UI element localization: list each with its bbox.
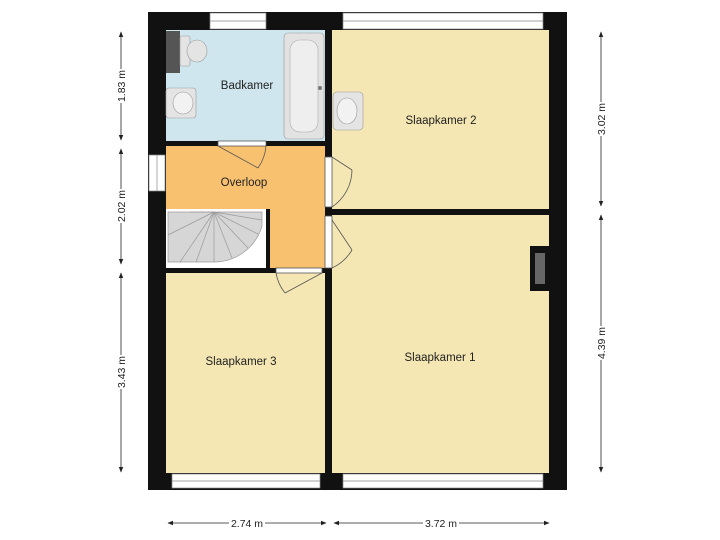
room-label-badkamer: Badkamer (221, 80, 274, 92)
room-label-slaapkamer-3: Slaapkamer 3 (206, 356, 277, 368)
windows (148, 12, 544, 489)
room-floor-slaapkamer-2 (330, 29, 550, 210)
room-label-overloop: Overloop (221, 177, 268, 189)
dimension-right-top: 3.02 m (596, 103, 608, 135)
stairs (167, 211, 263, 263)
room-floor-slaapkamer-1 (330, 215, 550, 473)
dimension-left-top: 1.83 m (116, 70, 128, 102)
doors (217, 140, 353, 294)
dimension-right-bottom: 4.39 m (596, 327, 608, 359)
room-label-slaapkamer-2: Slaapkamer 2 (406, 115, 477, 127)
room-label-slaapkamer-1: Slaapkamer 1 (405, 352, 476, 364)
dimension-left-middle: 2.02 m (116, 190, 128, 222)
dimension-left-bottom: 3.43 m (116, 356, 128, 388)
room-floor-slaapkamer-3 (165, 273, 325, 473)
chimney (530, 246, 549, 291)
bathroom-fixtures (165, 31, 364, 140)
dimension-bottom-left: 2.74 m (231, 518, 263, 530)
dimension-bottom-right: 3.72 m (425, 518, 457, 530)
